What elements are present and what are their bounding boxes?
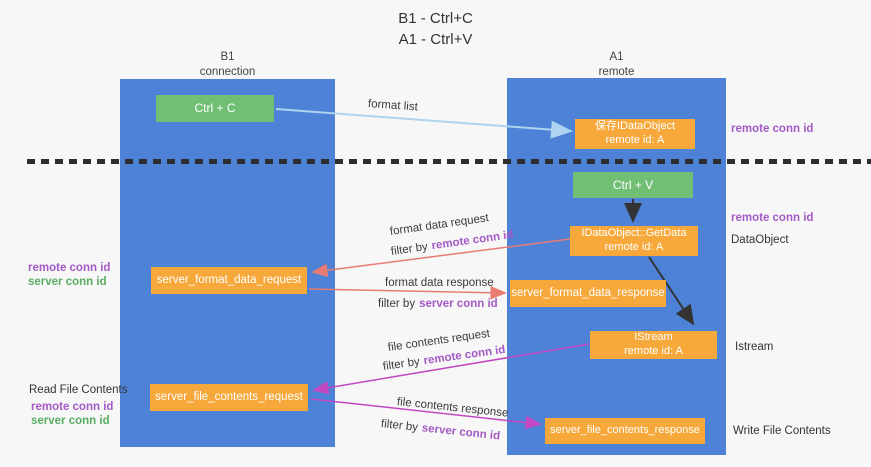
lane-b1-title: B1 — [220, 51, 235, 63]
file-contents-response-arrow — [310, 398, 542, 430]
node-ctrl-v-label: Ctrl + V — [612, 177, 654, 192]
annotation-left-server-conn-id-top: server conn id — [28, 276, 107, 288]
lane-a1-title: A1 — [609, 51, 624, 63]
filter-by-text-2: filter by — [378, 298, 416, 310]
node-istream-line2: remote id: A — [624, 345, 683, 357]
lane-header-a1: A1 remote — [507, 50, 726, 80]
node-server-file-contents-request-label: server_file_contents_request — [155, 391, 303, 404]
annotation-right-remote-conn-id-mid: remote conn id — [731, 212, 814, 224]
node-server-format-data-request: server_format_data_request — [151, 267, 307, 294]
format-data-response-arrow — [308, 285, 507, 300]
getdata-to-istream-arrow — [648, 256, 695, 326]
node-server-format-data-response-label: server_format_data_response — [511, 287, 665, 300]
annotation-left-server-conn-id-bottom: server conn id — [31, 415, 110, 427]
title-line-2: A1 - Ctrl+V — [398, 31, 473, 48]
diagram-title: B1 - Ctrl+C A1 - Ctrl+V — [0, 8, 871, 50]
node-ctrl-c-label: Ctrl + C — [194, 101, 236, 115]
format-data-request-arrow — [311, 238, 571, 277]
node-save-idataobject: 保存IDataObject remote id: A — [575, 119, 695, 149]
label-format-data-response: format data response — [385, 277, 494, 289]
lane-header-b1: B1 connection — [120, 50, 335, 80]
lane-b1-subtitle: connection — [199, 65, 256, 78]
server-conn-id-text-1: server conn id — [419, 298, 498, 310]
annotation-dataobject: DataObject — [731, 234, 789, 246]
node-server-format-data-request-label: server_format_data_request — [156, 274, 302, 287]
annotation-right-remote-conn-id-top: remote conn id — [731, 123, 814, 135]
annotation-left-remote-conn-id-bottom: remote conn id — [31, 401, 114, 413]
node-save-idataobject-line1: 保存IDataObject — [594, 120, 676, 133]
node-save-idataobject-line2: remote id: A — [605, 134, 665, 146]
annotation-istream: Istream — [735, 341, 774, 353]
node-idataobject-getdata-line2: remote id: A — [604, 241, 664, 253]
format-list-arrow — [275, 108, 573, 139]
node-server-file-contents-request: server_file_contents_request — [150, 384, 308, 411]
node-idataobject-getdata: IDataObject::GetData remote id: A — [570, 226, 698, 256]
lane-a1-subtitle: remote — [598, 65, 635, 78]
file-contents-request-arrow — [312, 343, 590, 395]
title-line-1: B1 - Ctrl+C — [398, 10, 473, 27]
node-idataobject-getdata-line1: IDataObject::GetData — [581, 227, 687, 240]
node-ctrl-v: Ctrl + V — [573, 172, 693, 198]
annotation-read-file-contents: Read File Contents — [29, 384, 128, 396]
node-istream-line1: IStream — [634, 331, 673, 344]
annotation-write-file-contents: Write File Contents — [733, 425, 831, 437]
node-server-file-contents-response-label: server_file_contents_response — [550, 424, 700, 437]
annotation-left-remote-conn-id-top: remote conn id — [28, 262, 111, 274]
node-ctrl-c: Ctrl + C — [156, 95, 274, 122]
node-server-file-contents-response: server_file_contents_response — [545, 418, 705, 444]
node-server-format-data-response: server_format_data_response — [510, 280, 666, 307]
node-istream: IStream remote id: A — [590, 331, 717, 359]
session-separator-dashed-line — [27, 159, 871, 164]
